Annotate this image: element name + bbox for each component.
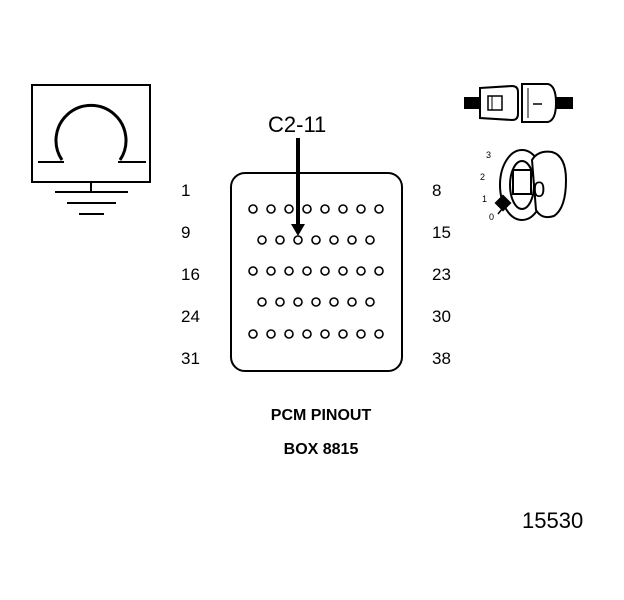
pin-34 <box>302 329 312 339</box>
pin-9 <box>257 235 267 245</box>
pin-26 <box>293 297 303 307</box>
pin-21 <box>338 266 348 276</box>
pin-35 <box>320 329 330 339</box>
pin-23 <box>374 266 384 276</box>
pin-20 <box>320 266 330 276</box>
figure-number: 15530 <box>522 508 584 533</box>
pin-10 <box>275 235 285 245</box>
pin-label-left-row1: 1 <box>181 181 191 200</box>
pin-25 <box>275 297 285 307</box>
pin-36 <box>338 329 348 339</box>
pin-label-right-row1: 8 <box>432 181 442 200</box>
caption-title: PCM PINOUT <box>270 407 372 424</box>
caption-subtitle: BOX 8815 <box>283 441 359 458</box>
pin-11 <box>293 235 303 245</box>
pin-33 <box>284 329 294 339</box>
connector-pins <box>248 204 384 339</box>
key-position-0: 0 <box>489 212 494 222</box>
pin-32 <box>266 329 276 339</box>
key-symbol: 0 <box>533 177 545 202</box>
pin-12 <box>311 235 321 245</box>
pin-4 <box>302 204 312 214</box>
pin-24 <box>257 297 267 307</box>
ohmmeter-ground-icon <box>31 84 151 215</box>
ignition-key-switch-icon <box>494 149 568 221</box>
pin-18 <box>284 266 294 276</box>
pin-8 <box>374 204 384 214</box>
pin-17 <box>266 266 276 276</box>
connector-housing <box>230 172 403 372</box>
pin-label-left-row5: 31 <box>181 349 200 368</box>
pin-29 <box>347 297 357 307</box>
key-position-1: 1 <box>482 194 487 204</box>
pin-3 <box>284 204 294 214</box>
connector-plug-icon <box>464 83 573 123</box>
pin-2 <box>266 204 276 214</box>
pin-5 <box>320 204 330 214</box>
pin-label-right-row4: 30 <box>432 307 451 326</box>
pin-19 <box>302 266 312 276</box>
pin-14 <box>347 235 357 245</box>
pin-label-right-row5: 38 <box>432 349 451 368</box>
pin-13 <box>329 235 339 245</box>
pin-label-left-row3: 16 <box>181 265 200 284</box>
pin-38 <box>374 329 384 339</box>
pin-16 <box>248 266 258 276</box>
pin-label-right-row3: 23 <box>432 265 451 284</box>
callout-label: C2-11 <box>268 112 327 137</box>
callout-arrow <box>291 138 305 236</box>
pin-7 <box>356 204 366 214</box>
pin-27 <box>311 297 321 307</box>
pin-label-left-row2: 9 <box>181 223 191 242</box>
key-position-2: 2 <box>480 172 485 182</box>
pin-37 <box>356 329 366 339</box>
key-position-3: 3 <box>486 150 491 160</box>
pin-15 <box>365 235 375 245</box>
pin-31 <box>248 329 258 339</box>
pin-label-left-row4: 24 <box>181 307 200 326</box>
pin-label-right-row2: 15 <box>432 223 451 242</box>
pin-6 <box>338 204 348 214</box>
pin-1 <box>248 204 258 214</box>
pin-30 <box>365 297 375 307</box>
pin-28 <box>329 297 339 307</box>
pin-22 <box>356 266 366 276</box>
